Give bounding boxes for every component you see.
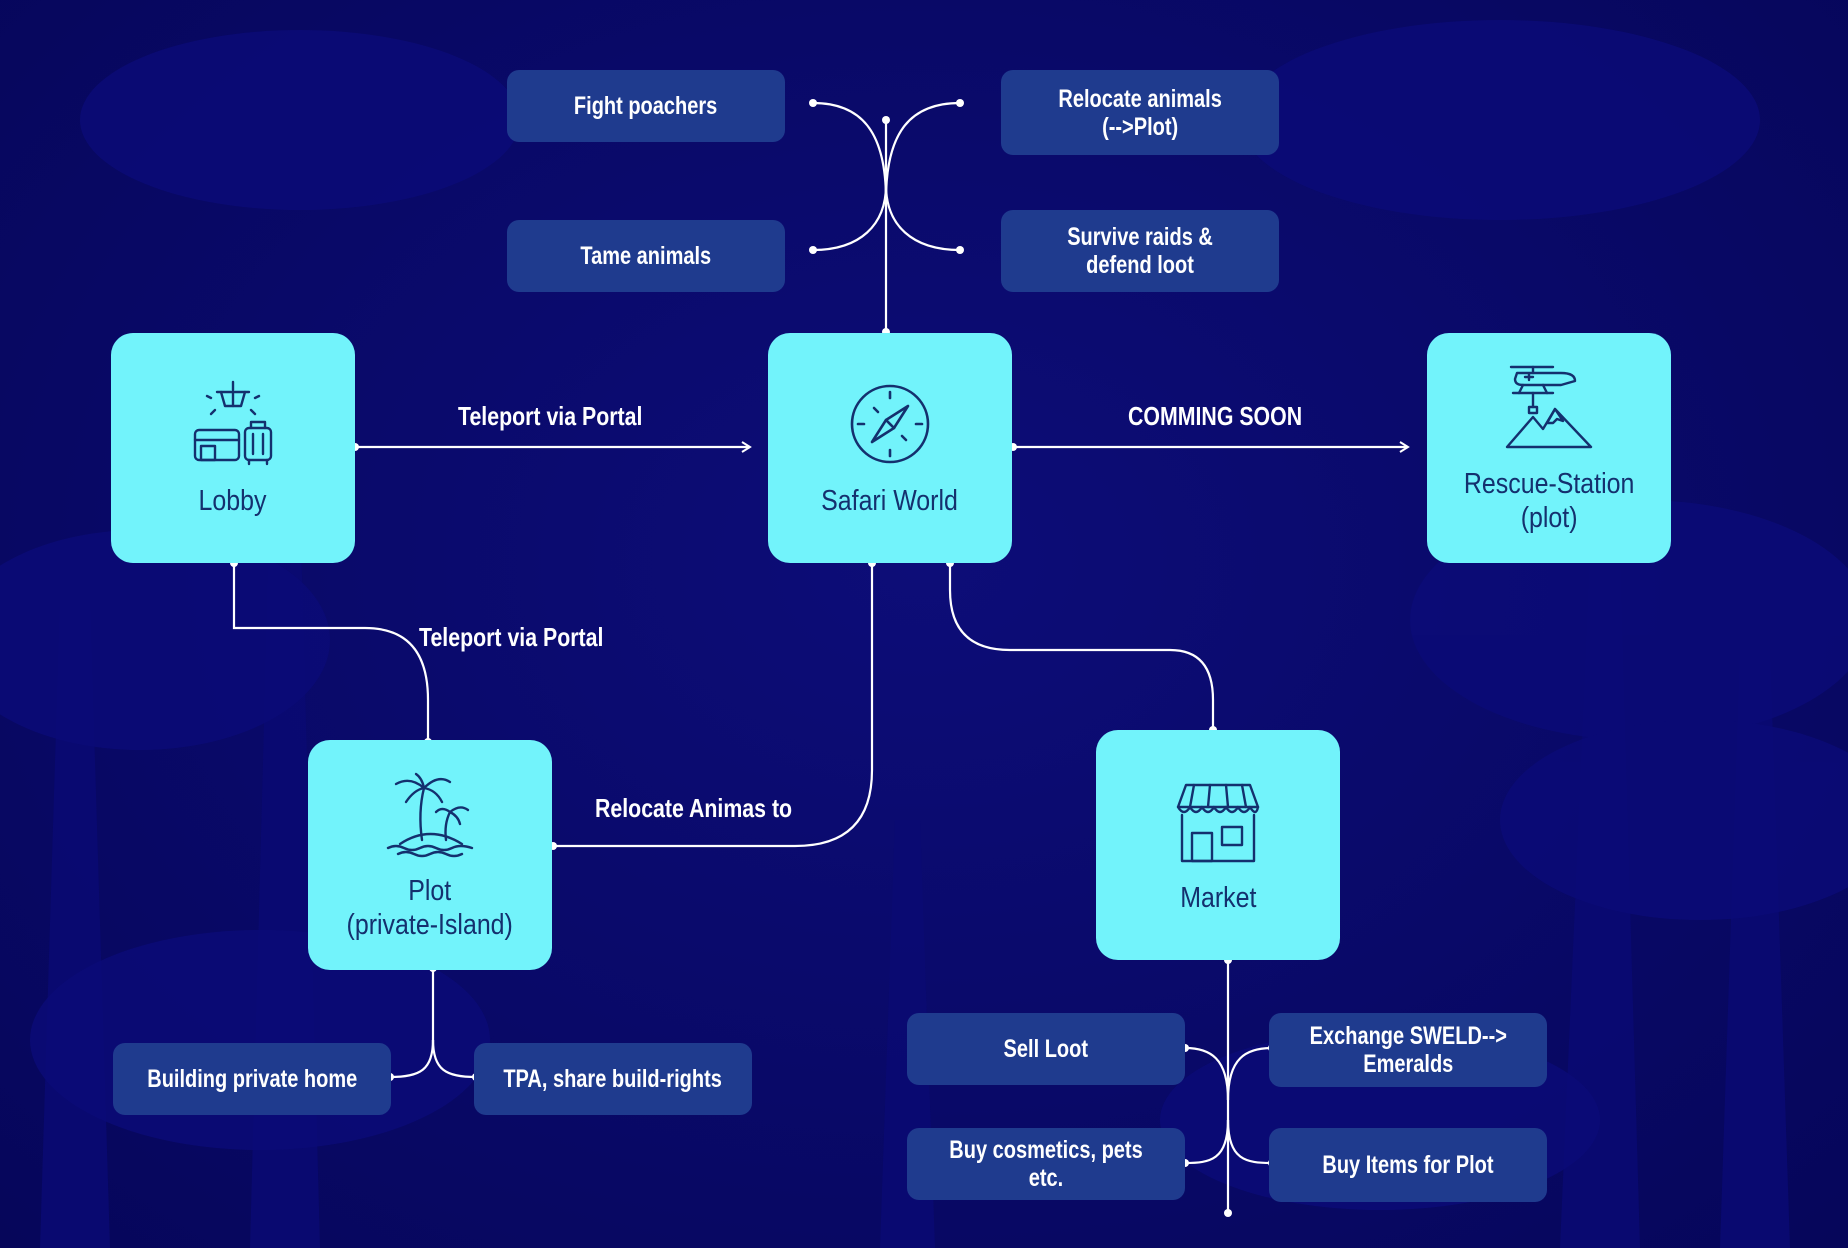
lobby-luggage-icon	[193, 380, 273, 466]
node-lobby[interactable]: Lobby	[111, 333, 355, 563]
pill-buy-cosmetics[interactable]: Buy cosmetics, pets etc.	[907, 1128, 1185, 1200]
pill-building-home-label: Building private home	[146, 1065, 358, 1093]
node-plot[interactable]: Plot (private-Island)	[308, 740, 552, 970]
pill-relocate-animals-label: Relocate animals (-->Plot)	[1058, 84, 1222, 141]
pill-tame-animals[interactable]: Tame animals	[507, 220, 785, 292]
pill-buy-cosmetics-label: Buy cosmetics, pets etc.	[949, 1136, 1143, 1192]
pill-survive-raids[interactable]: Survive raids & defend loot	[1001, 210, 1279, 292]
pill-fight-poachers[interactable]: Fight poachers	[507, 70, 785, 142]
pill-tpa-build-rights[interactable]: TPA, share build-rights	[474, 1043, 752, 1115]
pill-buy-items[interactable]: Buy Items for Plot	[1269, 1128, 1547, 1202]
pill-buy-items-label: Buy Items for Plot	[1322, 1151, 1494, 1179]
market-shop-icon	[1176, 783, 1260, 863]
pill-exchange-label: Exchange SWELD--> Emeralds	[1309, 1022, 1507, 1078]
pill-sell-loot[interactable]: Sell Loot	[907, 1013, 1185, 1085]
compass-icon	[850, 384, 930, 464]
node-safari-world[interactable]: Safari World	[768, 333, 1012, 563]
pill-tpa-label: TPA, share build-rights	[503, 1065, 723, 1093]
node-market-label: Market	[1179, 882, 1257, 914]
edge-label-lobby-plot: Teleport via Portal	[419, 622, 604, 652]
node-lobby-label: Lobby	[199, 485, 267, 517]
node-market[interactable]: Market	[1096, 730, 1340, 960]
edge-label-safari-rescue: COMMING SOON	[1128, 401, 1303, 431]
pill-exchange-sweld[interactable]: Exchange SWELD--> Emeralds	[1269, 1013, 1547, 1087]
helicopter-mountain-icon	[1505, 365, 1593, 449]
node-rescue-label: Rescue-Station (plot)	[1463, 468, 1635, 534]
pill-sell-loot-label: Sell Loot	[1003, 1035, 1089, 1063]
pill-survive-raids-label: Survive raids & defend loot	[1067, 223, 1213, 279]
node-rescue-station[interactable]: Rescue-Station (plot)	[1427, 333, 1671, 563]
edge-label-plot-safari: Relocate Animas to	[595, 793, 793, 823]
pill-fight-poachers-label: Fight poachers	[574, 92, 718, 120]
pill-tame-animals-label: Tame animals	[580, 242, 712, 270]
pill-building-home[interactable]: Building private home	[113, 1043, 391, 1115]
node-safari-label: Safari World	[821, 485, 959, 517]
edge-label-lobby-safari: Teleport via Portal	[458, 401, 643, 431]
pill-relocate-animals[interactable]: Relocate animals (-->Plot)	[1001, 70, 1279, 155]
node-plot-label: Plot (private-Island)	[346, 875, 514, 941]
palm-island-icon	[386, 772, 474, 858]
